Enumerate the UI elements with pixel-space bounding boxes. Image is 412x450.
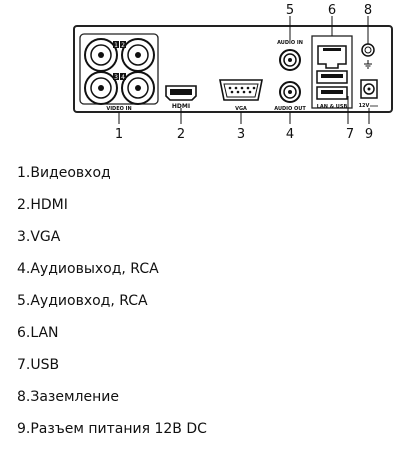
video-in-label: VIDEO IN	[106, 106, 131, 112]
callout-number: 3	[237, 127, 245, 142]
hdmi-label: HDMI	[172, 103, 190, 110]
channel-4-label: 4	[121, 74, 125, 81]
legend-item-vga: 3.VGA	[17, 229, 61, 245]
channel-1-label: 1	[114, 42, 118, 49]
usb-port	[316, 70, 348, 84]
lan-usb-label: LAN & USB	[317, 104, 348, 110]
video-in-bnc-group: 1 2 3 4	[79, 33, 159, 105]
callout-number: 9	[365, 127, 373, 142]
legend-item-hdmi: 2.HDMI	[17, 197, 68, 213]
audio-out-label: AUDIO OUT	[274, 106, 306, 112]
callout-number: 5	[286, 3, 294, 18]
callout-number: 6	[328, 3, 336, 18]
legend-item-power: 9.Разъем питания 12В DC	[17, 421, 207, 437]
usb-port	[316, 86, 348, 100]
legend-item-video-in: 1.Видеовход	[17, 165, 111, 181]
lan-usb-block	[311, 35, 353, 109]
vga-label: VGA	[235, 106, 247, 112]
channel-3-label: 3	[114, 74, 118, 81]
vga-port	[219, 79, 263, 101]
power-dc-jack	[360, 79, 378, 99]
legend-item-lan: 6.LAN	[17, 325, 59, 341]
legend-item-usb: 7.USB	[17, 357, 60, 373]
channel-2-label: 2	[121, 42, 125, 49]
legend-item-audio-in: 5.Аудиовход, RCA	[17, 293, 148, 309]
callout-number: 4	[286, 127, 294, 142]
audio-in-rca-port	[279, 49, 301, 71]
port-legend: 1.Видеовход 2.HDMI 3.VGA 4.Аудиовыход, R…	[17, 162, 207, 450]
callout-lines	[118, 16, 370, 124]
lan-port	[317, 45, 347, 69]
legend-item-audio-out: 4.Аудиовыход, RCA	[17, 261, 159, 277]
bnc-connector	[121, 71, 155, 105]
callout-number: 2	[177, 127, 185, 142]
audio-out-rca-port	[279, 81, 301, 103]
legend-item-ground: 8.Заземление	[17, 389, 119, 405]
power-label: 12V	[359, 103, 370, 109]
callout-number: 7	[346, 127, 354, 142]
callout-number: 1	[115, 127, 123, 142]
callout-number: 8	[364, 3, 372, 18]
hdmi-port	[165, 85, 197, 101]
rear-panel-diagram: 1 2 3 4 VIDEO IN HDMI VGA AUDIO IN AUDIO…	[73, 3, 393, 142]
bnc-connector	[84, 71, 118, 105]
ground-icon	[364, 60, 372, 69]
audio-in-label: AUDIO IN	[277, 40, 303, 46]
